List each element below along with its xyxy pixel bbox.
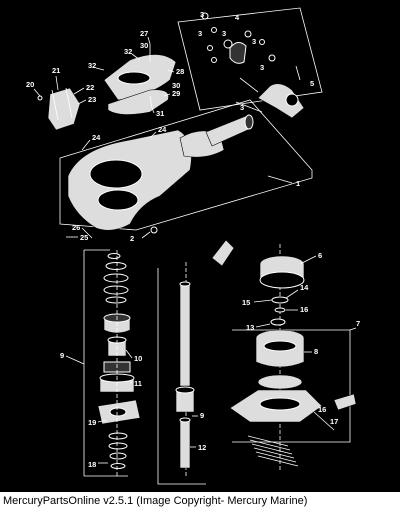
callout-14: 14 [300, 283, 309, 292]
callout-3d: 3 [252, 37, 256, 46]
callout-5: 5 [310, 79, 314, 88]
mounting-plate-group [37, 44, 177, 131]
callout-26: 26 [72, 223, 80, 232]
shaft-stack-group [83, 249, 141, 477]
callout-7: 7 [356, 319, 360, 328]
callout-6: 6 [318, 251, 322, 260]
callout-25: 25 [80, 233, 88, 242]
callout-3c: 3 [222, 29, 226, 38]
callout-2: 2 [130, 234, 134, 243]
main-housing-group [59, 99, 313, 239]
callout-32a: 32 [124, 47, 132, 56]
callout-11: 11 [134, 379, 142, 388]
callout-3b: 3 [198, 29, 202, 38]
callout-16a: 16 [300, 305, 308, 314]
callout-29: 29 [172, 89, 180, 98]
callout-16b: 16 [318, 405, 326, 414]
callout-4: 4 [235, 13, 240, 22]
callout-24b: 24 [158, 125, 167, 134]
callout-18: 18 [88, 460, 96, 469]
callout-32b: 32 [88, 61, 96, 70]
top-right-hardware-group [177, 7, 323, 119]
callout-21: 21 [52, 66, 60, 75]
callout-1: 1 [296, 179, 300, 188]
callout-8: 8 [314, 347, 318, 356]
callout-labels: 1 2 3 3 3 3 3 3 4 5 6 7 8 9 9 10 11 12 1… [26, 10, 360, 469]
exploded-parts-diagram: 1 2 3 3 3 3 3 3 4 5 6 7 8 9 9 10 11 12 1… [26, 7, 360, 485]
callout-20: 20 [26, 80, 34, 89]
callout-3e: 3 [260, 63, 264, 72]
callout-9a: 9 [60, 351, 64, 360]
copyright-caption: MercuryPartsOnline v2.5.1 (Image Copyrig… [0, 492, 400, 510]
impeller-pump-group [211, 239, 357, 470]
callout-30b: 30 [172, 81, 180, 90]
callout-17: 17 [330, 417, 338, 426]
callout-19: 19 [88, 418, 96, 427]
callout-13: 13 [246, 323, 254, 332]
callout-24a: 24 [92, 133, 101, 142]
callout-30a: 30 [140, 41, 148, 50]
callout-10: 10 [134, 354, 142, 363]
callout-22: 22 [86, 83, 94, 92]
callout-31: 31 [156, 109, 164, 118]
callout-3a: 3 [200, 10, 204, 19]
callout-28: 28 [176, 67, 184, 76]
callout-23: 23 [88, 95, 96, 104]
callout-15: 15 [242, 298, 250, 307]
drive-shaft-group [157, 262, 206, 485]
callout-12: 12 [198, 443, 206, 452]
callout-9b: 9 [200, 411, 204, 420]
callout-27: 27 [140, 29, 148, 38]
callout-3f: 3 [240, 103, 244, 112]
